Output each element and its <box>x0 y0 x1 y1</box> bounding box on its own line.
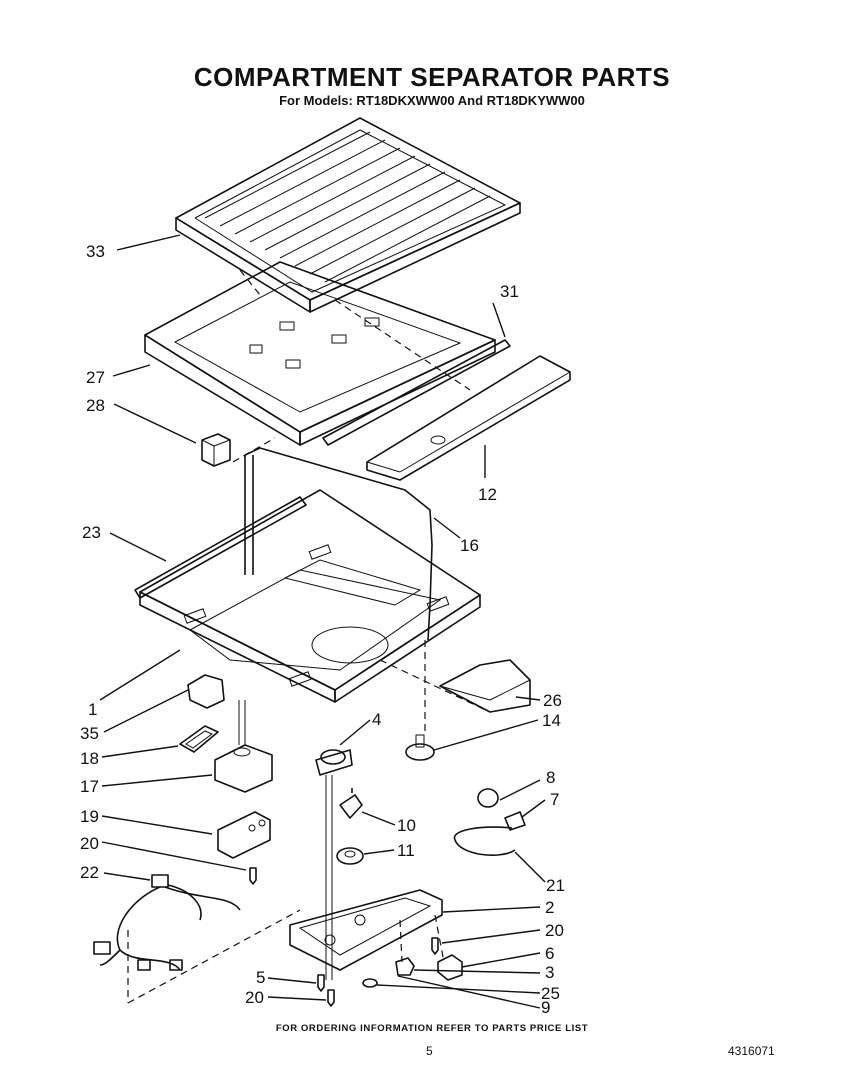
part-31-strip <box>322 339 511 446</box>
ordering-note: FOR ORDERING INFORMATION REFER TO PARTS … <box>275 1023 589 1034</box>
leader-lines <box>99 234 546 1009</box>
callout-8: 8 <box>546 768 555 787</box>
part-8-bulb <box>477 788 499 808</box>
callout-31: 31 <box>500 282 519 301</box>
part-21-lamp-wire <box>453 826 516 856</box>
part-17-control-housing <box>214 700 273 793</box>
callout-26: 26 <box>543 691 562 710</box>
part-23-separator-pan <box>134 489 481 703</box>
callout-18: 18 <box>80 749 99 768</box>
callout-20-right: 20 <box>545 921 564 940</box>
part-28-block <box>201 433 231 467</box>
callout-9: 9 <box>541 998 550 1017</box>
page-number: 5 <box>426 1044 433 1058</box>
callout-2: 2 <box>545 898 554 917</box>
models-subtitle: For Models: RT18DKXWW00 And RT18DKYWW00 <box>279 93 585 108</box>
part-33-grille-cover <box>175 117 521 313</box>
callout-16: 16 <box>460 536 479 555</box>
callout-14: 14 <box>542 711 561 730</box>
callout-17: 17 <box>80 777 99 796</box>
document-number: 4316071 <box>728 1044 775 1058</box>
part-12-channel <box>366 355 571 481</box>
part-18-bezel <box>179 725 219 753</box>
part-16-wire-loop <box>244 447 433 641</box>
callout-25: 25 <box>541 984 560 1003</box>
callout-12: 12 <box>478 485 497 504</box>
part-14-foot <box>405 734 435 761</box>
page-title: COMPARTMENT SEPARATOR PARTS <box>193 62 671 92</box>
callout-labels: 33 31 27 28 12 23 16 1 26 4 14 35 18 17 … <box>80 242 565 1017</box>
screws-20 <box>249 867 439 1007</box>
callout-20-left: 20 <box>80 834 99 853</box>
callout-28: 28 <box>86 396 105 415</box>
callout-27: 27 <box>86 368 105 387</box>
part-3-plug <box>395 957 415 976</box>
callout-10: 10 <box>397 816 416 835</box>
callout-7: 7 <box>550 790 559 809</box>
callout-23: 23 <box>82 523 101 542</box>
part-19-bracket <box>217 811 271 859</box>
part-7-socket <box>504 811 526 831</box>
callout-20-bottom: 20 <box>245 988 264 1007</box>
callout-35: 35 <box>80 724 99 743</box>
part-22-wiring-harness <box>93 874 241 971</box>
part-25-washer <box>362 978 378 988</box>
callout-4: 4 <box>372 710 381 729</box>
part-2-bottom-cover <box>289 889 443 971</box>
part-6-connector <box>437 954 463 981</box>
assembly-lines <box>127 269 491 1004</box>
part-35-knob <box>187 674 225 709</box>
callout-21: 21 <box>546 876 565 895</box>
callout-22: 22 <box>80 863 99 882</box>
callout-11: 11 <box>397 841 415 860</box>
callout-33: 33 <box>86 242 105 261</box>
callout-1: 1 <box>88 700 97 719</box>
part-27-separator-frame <box>144 261 496 446</box>
part-11-grommet <box>336 847 364 865</box>
callout-5: 5 <box>256 968 265 987</box>
part-4-damper-housing <box>315 749 353 980</box>
part-26-duct <box>439 659 531 713</box>
part-10-thermistor <box>339 788 363 819</box>
part-9-screw <box>317 974 325 992</box>
callout-3: 3 <box>545 963 554 982</box>
callout-19: 19 <box>80 807 99 826</box>
callout-6: 6 <box>545 944 554 963</box>
